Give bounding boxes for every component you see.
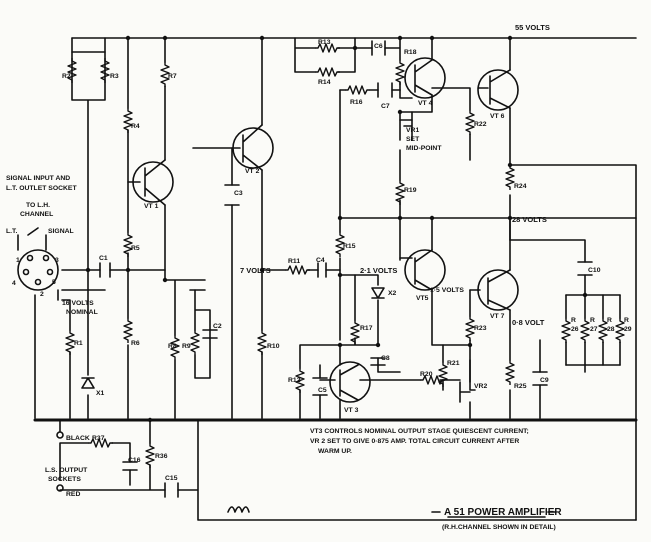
- label-vt1: VT 1: [144, 203, 159, 210]
- input-title-2: L.T. OUTLET SOCKET: [6, 185, 77, 192]
- label-r21: R21: [447, 360, 460, 367]
- label-r26-num: 26: [571, 326, 579, 333]
- label-c1: C1: [99, 255, 108, 262]
- label-r8: R8: [168, 343, 177, 350]
- din-socket: [17, 227, 59, 291]
- label-r37: R37: [92, 435, 105, 442]
- input-channel: CHANNEL: [20, 211, 53, 218]
- voltage-label-2-1v: 2·1 VOLTS: [360, 266, 397, 275]
- labels: 55 VOLTS 28 VOLTS 7 VOLTS 2·1 VOLTS 1·5 …: [6, 23, 632, 531]
- input-title-1: SIGNAL INPUT AND: [6, 175, 70, 182]
- label-r15: R15: [343, 243, 356, 250]
- label-r26: R: [571, 317, 576, 324]
- voltage-label-nominal: NOMINAL: [66, 309, 98, 316]
- label-r25: R25: [514, 383, 527, 390]
- label-c8: C8: [381, 355, 390, 362]
- label-r19: R19: [404, 187, 417, 194]
- label-r10: R10: [267, 343, 280, 350]
- label-r18: R18: [404, 49, 417, 56]
- label-c5: C5: [318, 387, 327, 394]
- input-lt: L.T.: [6, 228, 17, 235]
- output-red: RED: [66, 491, 80, 498]
- voltage-label-55v: 55 VOLTS: [515, 23, 550, 32]
- label-r36: R36: [155, 453, 168, 460]
- pin-4: 4: [12, 280, 16, 287]
- voltage-label-0-8v: 0·8 VOLT: [512, 318, 545, 327]
- diode-symbols: [81, 111, 471, 403]
- pin-3: 3: [55, 257, 59, 264]
- scribble-mark: [227, 506, 250, 513]
- capacitor-bodies: [99, 40, 593, 498]
- label-r28: R: [607, 317, 612, 324]
- label-r27: R: [590, 317, 595, 324]
- label-c7: C7: [381, 103, 390, 110]
- label-vt7: VT 7: [490, 313, 505, 320]
- diagram-subtitle: (R.H.CHANNEL SHOWN IN DETAIL): [442, 524, 556, 531]
- label-vr2: VR2: [474, 383, 487, 390]
- input-to-lh: TO L.H.: [26, 202, 50, 209]
- label-r2: R2: [62, 73, 71, 80]
- voltage-label-7v: 7 VOLTS: [240, 266, 271, 275]
- label-r22: R22: [474, 121, 487, 128]
- label-c4: C4: [316, 257, 325, 264]
- label-r6: R6: [131, 340, 140, 347]
- pin-2: 2: [40, 291, 44, 298]
- label-r12: R12: [288, 377, 301, 384]
- voltage-label-1-5v: 1·5 VOLTS: [430, 287, 464, 294]
- pin-5: 5: [52, 279, 56, 286]
- label-r1: R1: [74, 340, 83, 347]
- label-r17: R17: [360, 325, 373, 332]
- label-vt6: VT 6: [490, 113, 505, 120]
- input-signal: SIGNAL: [48, 228, 74, 235]
- output-black: BLACK: [66, 435, 90, 442]
- label-vt3: VT 3: [344, 407, 359, 414]
- diagram-title: A 51 POWER AMPLIFIER: [444, 507, 562, 518]
- label-r29-num: 29: [624, 326, 632, 333]
- label-c6: C6: [374, 43, 383, 50]
- label-c15: C15: [165, 475, 178, 482]
- output-ls: L.S. OUTPUT: [45, 467, 88, 474]
- label-r11: R11: [288, 258, 300, 265]
- output-terminals: [56, 431, 64, 492]
- voltage-label-16v: 16 VOLTS: [62, 300, 94, 307]
- label-vt5: VT5: [416, 295, 429, 302]
- label-r28-num: 28: [607, 326, 615, 333]
- label-vr1: VR1: [406, 127, 419, 134]
- label-r16: R16: [350, 99, 363, 106]
- transistor-symbols: [132, 57, 519, 403]
- label-r7: R7: [168, 73, 177, 80]
- label-c16: C16: [128, 457, 141, 464]
- junction-dots: [85, 35, 588, 423]
- label-c2: C2: [213, 323, 222, 330]
- label-x1: X1: [96, 390, 105, 397]
- label-vt4: VT 4: [418, 100, 433, 107]
- label-c10: C10: [588, 267, 601, 274]
- note-line-1: VT3 CONTROLS NOMINAL OUTPUT STAGE QUIESC…: [310, 428, 529, 435]
- label-c3: C3: [234, 190, 243, 197]
- label-r24: R24: [514, 183, 527, 190]
- pin-1: 1: [16, 257, 20, 264]
- label-r27-num: 27: [590, 326, 598, 333]
- label-r5: R5: [131, 245, 140, 252]
- label-r4: R4: [131, 123, 140, 130]
- label-r14: R14: [318, 79, 331, 86]
- note-line-2: VR 2 SET TO GIVE 0·875 AMP. TOTAL CIRCUI…: [310, 438, 519, 445]
- label-r9: R9: [182, 343, 191, 350]
- label-r20: R20: [420, 371, 433, 378]
- voltage-label-28v: 28 VOLTS: [512, 215, 547, 224]
- label-r13: R13: [318, 39, 331, 46]
- label-vr1-mid: MID-POINT: [406, 145, 442, 152]
- label-r29: R: [624, 317, 629, 324]
- label-vt2: VT 2: [245, 168, 260, 175]
- label-c9: C9: [540, 377, 549, 384]
- label-x2: X2: [388, 290, 397, 297]
- label-r23: R23: [474, 325, 487, 332]
- label-r3: R3: [110, 73, 119, 80]
- label-vr1-set: SET: [406, 136, 420, 143]
- output-sockets: SOCKETS: [48, 476, 81, 483]
- note-line-3: WARM UP.: [318, 448, 352, 455]
